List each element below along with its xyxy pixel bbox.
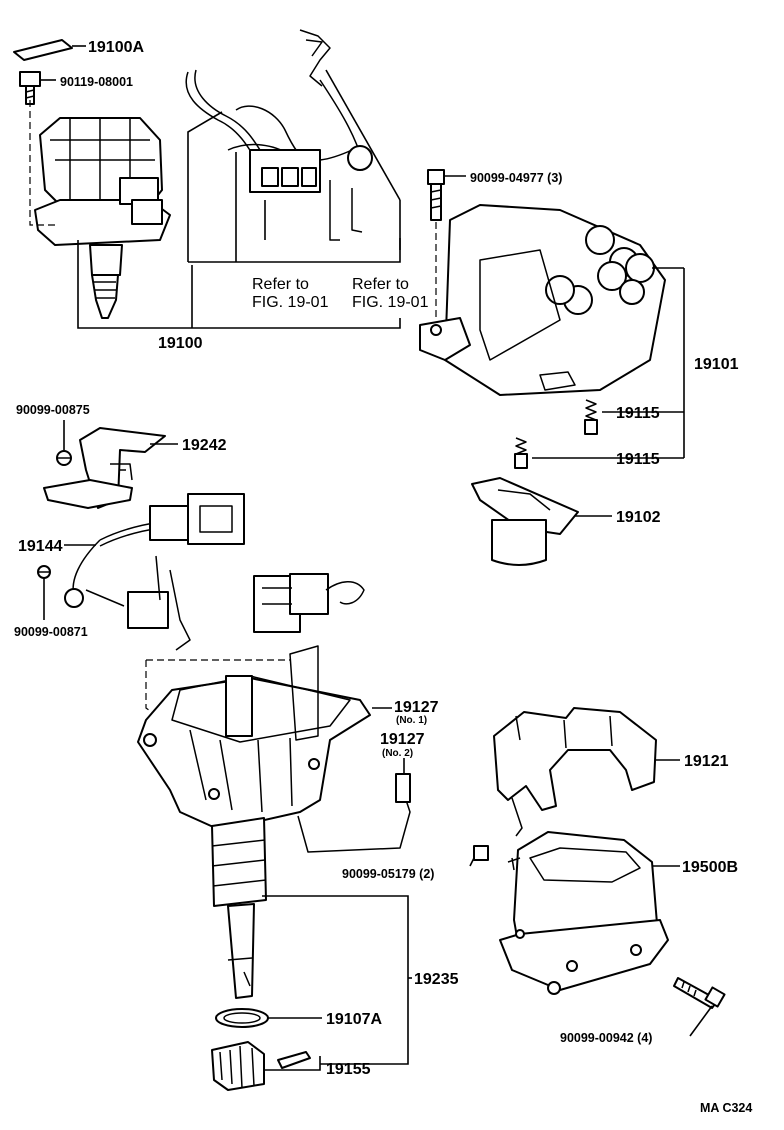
shaft-19235 [211, 817, 267, 999]
part-90099-00875-label: 90099-00875 [16, 403, 90, 417]
part-19101-label: 19101 [694, 356, 739, 373]
part-19235-label: 19235 [414, 971, 459, 988]
part-19242-label: 19242 [182, 437, 227, 454]
wire-19127-no2 [297, 773, 411, 853]
part-19127-no2-sub: (No. 2) [382, 748, 413, 759]
connector-plug [253, 573, 365, 633]
part-19127-no1-label: 19127 [394, 699, 439, 716]
part-90119-08001-label: 90119-08001 [60, 75, 133, 89]
part-19127-no1-sub: (No. 1) [396, 715, 427, 726]
part-19121-label: 19121 [684, 753, 729, 770]
drive-gear-19155 [211, 1041, 311, 1091]
bracket-19242 [43, 427, 166, 509]
part-19500b-label: 19500B [682, 859, 738, 876]
part-19144-label: 19144 [18, 538, 63, 555]
bolt-90099-00942 [673, 977, 726, 1009]
refer-fig-19-01-text-2b: FIG. 19-01 [352, 294, 429, 311]
part-19100a-label: 19100A [88, 39, 144, 56]
distributor-assembly-19100 [34, 117, 171, 319]
o-ring-19107a [215, 1008, 269, 1028]
part-19100-label: 19100 [158, 335, 203, 352]
refer-fig-19-01-text-1a: Refer to [252, 276, 309, 293]
spring-19115-b [514, 437, 528, 469]
bracket-19121 [493, 707, 657, 837]
distributor-housing [137, 645, 371, 831]
label-plate-19100a [13, 39, 73, 61]
spring-19115-a [584, 399, 598, 435]
part-90099-00871-label: 90099-00871 [14, 625, 88, 639]
housing-19500b [499, 831, 669, 995]
part-19102-label: 19102 [616, 509, 661, 526]
figure-code: MA C324 [700, 1101, 752, 1115]
rotor-19102 [471, 477, 579, 566]
screw-90099-00875 [56, 450, 72, 466]
part-19115-label-b: 19115 [616, 451, 660, 468]
bolt-90099-04977 [427, 169, 445, 221]
igniter-harness-19144 [64, 493, 245, 651]
wire-harness-ref-19-01 [185, 29, 373, 241]
part-19127-no2-label: 19127 [380, 731, 425, 748]
part-19155-label: 19155 [326, 1061, 371, 1078]
bolt-90119-08001 [19, 71, 41, 105]
part-90099-00942-label: 90099-00942 (4) [560, 1031, 652, 1045]
part-19115-label-a: 19115 [616, 405, 660, 422]
refer-fig-19-01-text-1b: FIG. 19-01 [252, 294, 329, 311]
screw-90099-00871 [37, 565, 51, 579]
part-90099-04977-label: 90099-04977 (3) [470, 171, 562, 185]
distributor-cap-19101 [419, 204, 666, 396]
refer-fig-19-01-text-2a: Refer to [352, 276, 409, 293]
part-19107a-label: 19107A [326, 1011, 382, 1028]
nut-90099-05179 [473, 845, 489, 861]
part-90099-05179-label: 90099-05179 (2) [342, 867, 434, 881]
